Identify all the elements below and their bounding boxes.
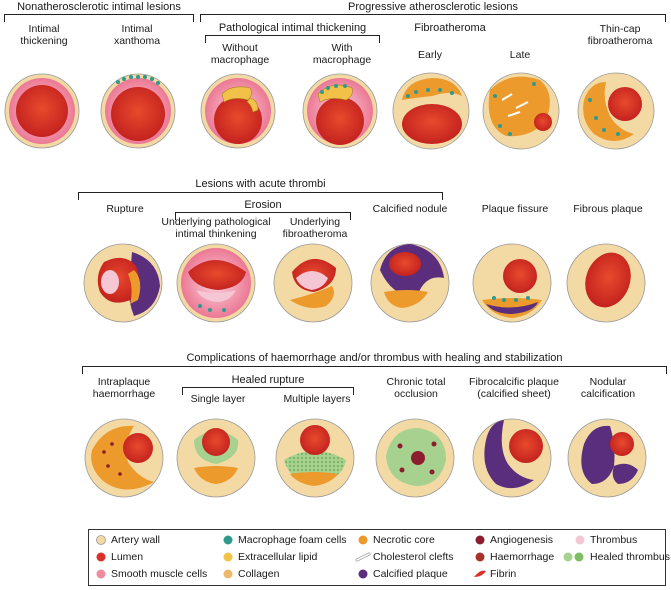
lesion-erosion-fa [273,243,353,323]
swatch-artery-wall [96,535,106,545]
lesion-fibrocalcific-plaque [472,418,552,498]
bracket-nonatherosclerotic [4,14,194,22]
lesion-intimal-xanthoma [100,73,176,149]
bracket-acute-thrombi [78,192,443,200]
legend-smc: Smooth muscle cells [111,568,208,580]
header-acute-thrombi: Lesions with acute thrombi [195,178,326,190]
swatch-healed-thrombus [563,552,584,562]
lesion-with-macrophage [302,73,378,149]
legend-healed-thrombus: Healed thrombus [590,551,670,563]
lesion-without-macrophage [200,73,276,149]
lesion-healed-multiple-layers [275,418,355,498]
lesion-early-fibroatheroma [392,72,470,150]
header-complications: Complications of haemorrhage and/or thro… [186,352,563,364]
label-calcified-nodule: Calcified nodule [372,203,448,215]
swatch-clefts [355,552,371,562]
legend-necrotic: Necrotic core [373,534,435,546]
lesion-calcified-nodule [370,243,450,323]
swatch-lumen [96,552,106,562]
lesion-fibrous-plaque [566,243,646,323]
label-intraplaque: Intraplaque haemorrhage [92,376,156,400]
swatch-thrombus [575,535,585,545]
lesion-intimal-thickening [4,73,80,149]
label-underlying-pit: Underlying pathological intimal thinkeni… [161,216,271,240]
label-late: Late [509,49,531,61]
swatch-foam [223,535,233,545]
legend-lumen: Lumen [111,551,144,563]
swatch-calcified [358,569,368,579]
label-multiple-layers: Multiple layers [283,393,351,405]
label-fibrous-plaque: Fibrous plaque [573,203,643,215]
swatch-fibrin [474,570,486,577]
bracket-pit [205,35,380,43]
legend-lipid: Extracellular lipid [238,551,318,563]
lesion-nodular-calcification [567,418,647,498]
swatch-smc [96,569,106,579]
swatch-collagen [223,569,233,579]
swatch-angio [475,535,485,545]
label-underlying-fa: Underlying fibroatheroma [282,216,348,240]
legend-calcified: Calcified plaque [373,568,448,580]
label-cto: Chronic total occlusion [386,376,446,400]
swatch-lipid [223,552,233,562]
header-nonatherosclerotic: Nonatherosclerotic intimal lesions [17,1,181,13]
label-thin-cap: Thin-cap fibroatheroma [587,23,653,47]
legend: Artery wall Lumen Smooth muscle cells Ma… [88,529,670,586]
label-without-macrophage: Without macrophage [210,42,270,66]
swatch-necrotic [358,535,368,545]
label-intimal-thickening: Intimal thickening [20,23,68,47]
lesion-chronic-total-occlusion [375,418,455,498]
bracket-healed-rupture [182,387,354,395]
label-fibrocalcific: Fibrocalcific plaque (calcified sheet) [469,376,559,400]
bracket-erosion [175,212,351,220]
bracket-complications [82,366,667,374]
lesion-plaque-fissure [472,243,552,323]
label-single-layer: Single layer [190,393,246,405]
label-with-macrophage: With macrophage [312,42,372,66]
legend-foam: Macrophage foam cells [238,534,347,546]
swatch-haemorrhage [475,552,485,562]
header-pit: Pathological intimal thickening [218,22,367,34]
lesion-late-fibroatheroma [482,72,560,150]
lesion-healed-single-layer [176,418,256,498]
legend-collagen: Collagen [238,568,280,580]
label-plaque-fissure: Plaque fissure [481,203,549,215]
legend-artery-wall: Artery wall [111,534,161,546]
label-rupture: Rupture [106,203,144,215]
lesion-rupture [83,243,163,323]
lesion-intraplaque-haemorrhage [84,418,164,498]
label-intimal-xanthoma: Intimal xanthoma [113,23,161,47]
header-erosion: Erosion [244,199,282,211]
lesion-erosion-pit [176,243,256,323]
header-healed-rupture: Healed rupture [231,374,305,386]
legend-haemorrhage: Haemorrhage [490,551,555,563]
label-nodular: Nodular calcification [580,376,636,400]
header-progressive: Progressive atherosclerotic lesions [348,1,518,13]
legend-thrombus: Thrombus [590,534,638,546]
legend-angio: Angiogenesis [490,534,554,546]
lesion-thin-cap-fibroatheroma [577,72,655,150]
bracket-progressive [200,14,666,22]
header-fibroatheroma: Fibroatheroma [414,22,486,34]
legend-clefts: Cholesterol clefts [373,551,454,563]
legend-fibrin: Fibrin [490,568,517,580]
label-early: Early [418,49,442,61]
